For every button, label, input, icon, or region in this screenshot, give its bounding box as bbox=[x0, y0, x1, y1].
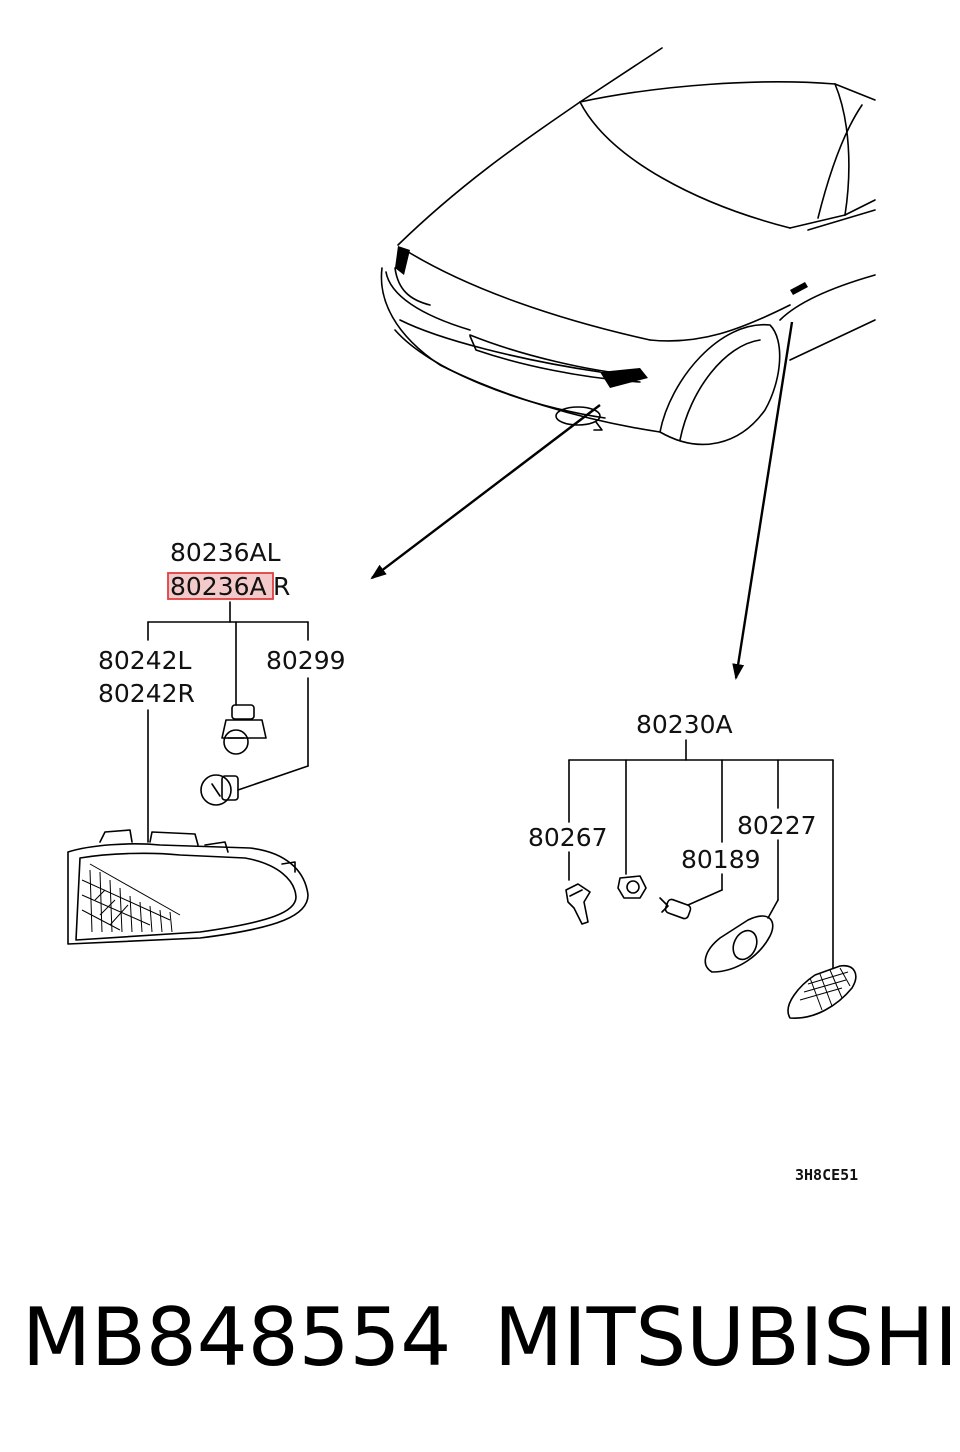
side-lens-drawing bbox=[704, 915, 774, 973]
callout-headlamp-right-highlight: 80236A bbox=[170, 572, 267, 601]
callout-side-bulb: 80189 bbox=[681, 845, 761, 874]
part-number: MB848554 bbox=[22, 1291, 452, 1384]
callout-side-marker-assy: 80230A bbox=[636, 710, 733, 739]
callout-side-lens: 80227 bbox=[737, 811, 817, 840]
side-marker-leader-lines bbox=[568, 739, 834, 969]
clip-drawing bbox=[565, 883, 591, 925]
drawing-code: 3H8CE51 bbox=[795, 1166, 858, 1184]
side-socket-drawing bbox=[617, 875, 647, 899]
arrow-to-side-marker bbox=[732, 321, 794, 680]
callout-headlamp-left: 80236AL bbox=[170, 538, 281, 567]
callout-clip: 80267 bbox=[528, 823, 608, 852]
highlight-box bbox=[167, 572, 274, 600]
callout-lens-left: 80242L bbox=[98, 646, 192, 675]
corner-lamp-drawing bbox=[67, 829, 309, 945]
callout-lens-right: 80242R bbox=[98, 679, 195, 708]
headlamp-leader-lines bbox=[147, 601, 309, 843]
side-bulb-drawing bbox=[659, 897, 692, 920]
bulb-socket-drawing bbox=[221, 704, 267, 755]
brand-name: MITSUBISHI bbox=[494, 1291, 958, 1384]
car-front-illustration bbox=[380, 47, 876, 446]
headlamp-bulb-drawing bbox=[200, 774, 239, 806]
callout-bulb-headlamp: 80299 bbox=[266, 646, 346, 675]
arrow-to-headlamp bbox=[370, 404, 601, 580]
side-marker-lamp-drawing bbox=[787, 965, 857, 1019]
callout-headlamp-right-suffix: R bbox=[273, 572, 290, 601]
